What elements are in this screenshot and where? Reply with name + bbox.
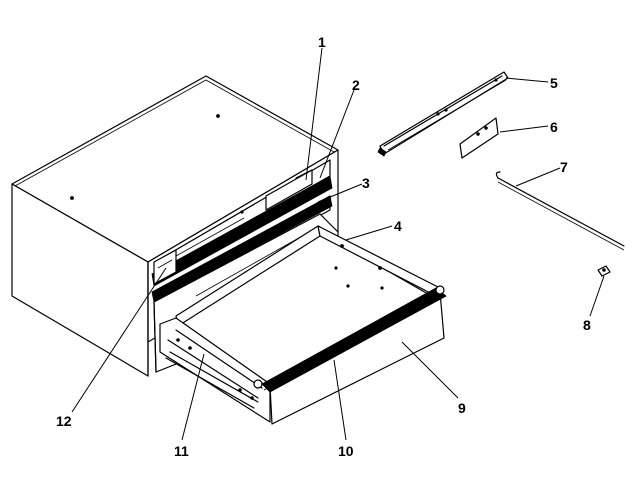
callout-9: 9 [458, 400, 466, 416]
leader-12 [71, 267, 167, 413]
leader-4 [345, 225, 393, 241]
part-5-slide-rail [377, 71, 509, 157]
drawer [159, 225, 447, 425]
callout-4: 4 [394, 218, 402, 234]
leader-8 [589, 275, 605, 317]
leader-10 [333, 359, 347, 441]
leader-7 [515, 167, 561, 187]
leader-lines [71, 47, 605, 441]
callout-labels: 1 2 3 4 5 6 7 8 9 10 11 12 [56, 34, 591, 459]
callout-3: 3 [362, 175, 370, 191]
callout-1: 1 [318, 34, 326, 50]
leader-11 [181, 353, 205, 441]
leader-3 [317, 183, 363, 203]
callout-2: 2 [352, 77, 360, 93]
leader-1 [305, 47, 323, 181]
callout-7: 7 [560, 159, 568, 175]
callout-5: 5 [550, 75, 558, 91]
callout-6: 6 [550, 119, 558, 135]
part-6-bracket [459, 117, 499, 159]
callout-8: 8 [583, 317, 591, 333]
leader-2 [319, 89, 355, 179]
leader-9 [401, 341, 459, 399]
part-7-rod [495, 171, 625, 251]
callout-10: 10 [338, 443, 354, 459]
part-8-fastener [597, 265, 611, 277]
callout-12: 12 [56, 413, 72, 429]
leader-6 [499, 125, 549, 133]
leader-5 [505, 77, 549, 83]
callout-11: 11 [174, 443, 189, 459]
